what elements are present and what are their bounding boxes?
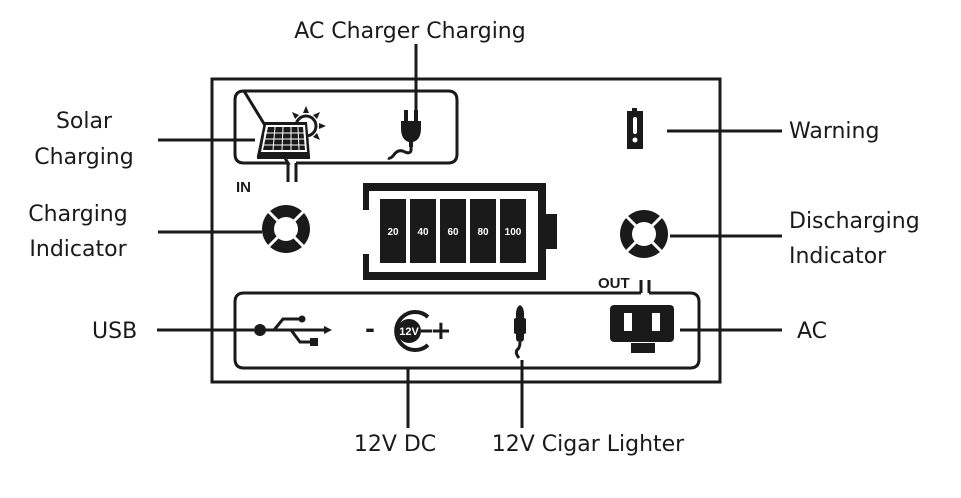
battery-segment-label: 80 — [477, 227, 489, 238]
battery-segment — [410, 199, 436, 263]
label-ac: AC — [797, 319, 827, 344]
ac-plug-icon — [387, 110, 421, 160]
out-connector — [639, 280, 651, 293]
battery-segment-label: 100 — [505, 227, 522, 238]
ac-outlet-icon — [610, 305, 674, 353]
battery-segment-label: 60 — [447, 227, 459, 238]
battery-segment — [440, 199, 466, 263]
battery-segment — [380, 199, 406, 263]
label-warning: Warning — [789, 119, 879, 144]
label-12v-cigar-lighter: 12V Cigar Lighter — [492, 432, 685, 457]
battery-warning-icon — [627, 108, 643, 149]
in-label: IN — [236, 179, 251, 196]
label-discharging-indicator-line1: Discharging — [789, 209, 920, 234]
charging-indicator-ring-icon — [262, 205, 310, 253]
solar-panel-sun-icon — [257, 106, 326, 159]
cigar-lighter-icon — [514, 305, 526, 359]
label-usb: USB — [92, 319, 137, 344]
label-12v-dc: 12V DC — [354, 432, 436, 457]
battery-level-gauge: 20 40 60 80 100 — [363, 183, 557, 280]
battery-segment-label: 20 — [387, 227, 399, 238]
out-label: OUT — [598, 275, 630, 292]
label-discharging-indicator-line2: Indicator — [789, 244, 887, 269]
in-connector — [286, 163, 298, 182]
leader-lines — [157, 44, 782, 428]
battery-segment — [470, 199, 496, 263]
discharging-indicator-ring-icon — [620, 210, 668, 258]
battery-segment-label: 40 — [417, 227, 429, 238]
label-ac-charger-charging: AC Charger Charging — [294, 19, 525, 44]
dc-minus-sign: - — [365, 315, 375, 343]
battery-segment — [500, 199, 526, 263]
dc-badge: 12V — [399, 326, 419, 338]
input-group-box — [233, 89, 459, 165]
output-group-box — [233, 291, 701, 370]
label-solar-charging-line2: Charging — [34, 145, 133, 170]
label-charging-indicator-line1: Charging — [28, 202, 127, 227]
label-charging-indicator-line2: Indicator — [29, 237, 127, 262]
usb-icon — [254, 315, 332, 346]
label-solar-charging-line1: Solar — [56, 109, 113, 134]
dc-plus-sign: + — [430, 316, 452, 346]
dc-12v-icon: - 12V + — [365, 310, 452, 352]
